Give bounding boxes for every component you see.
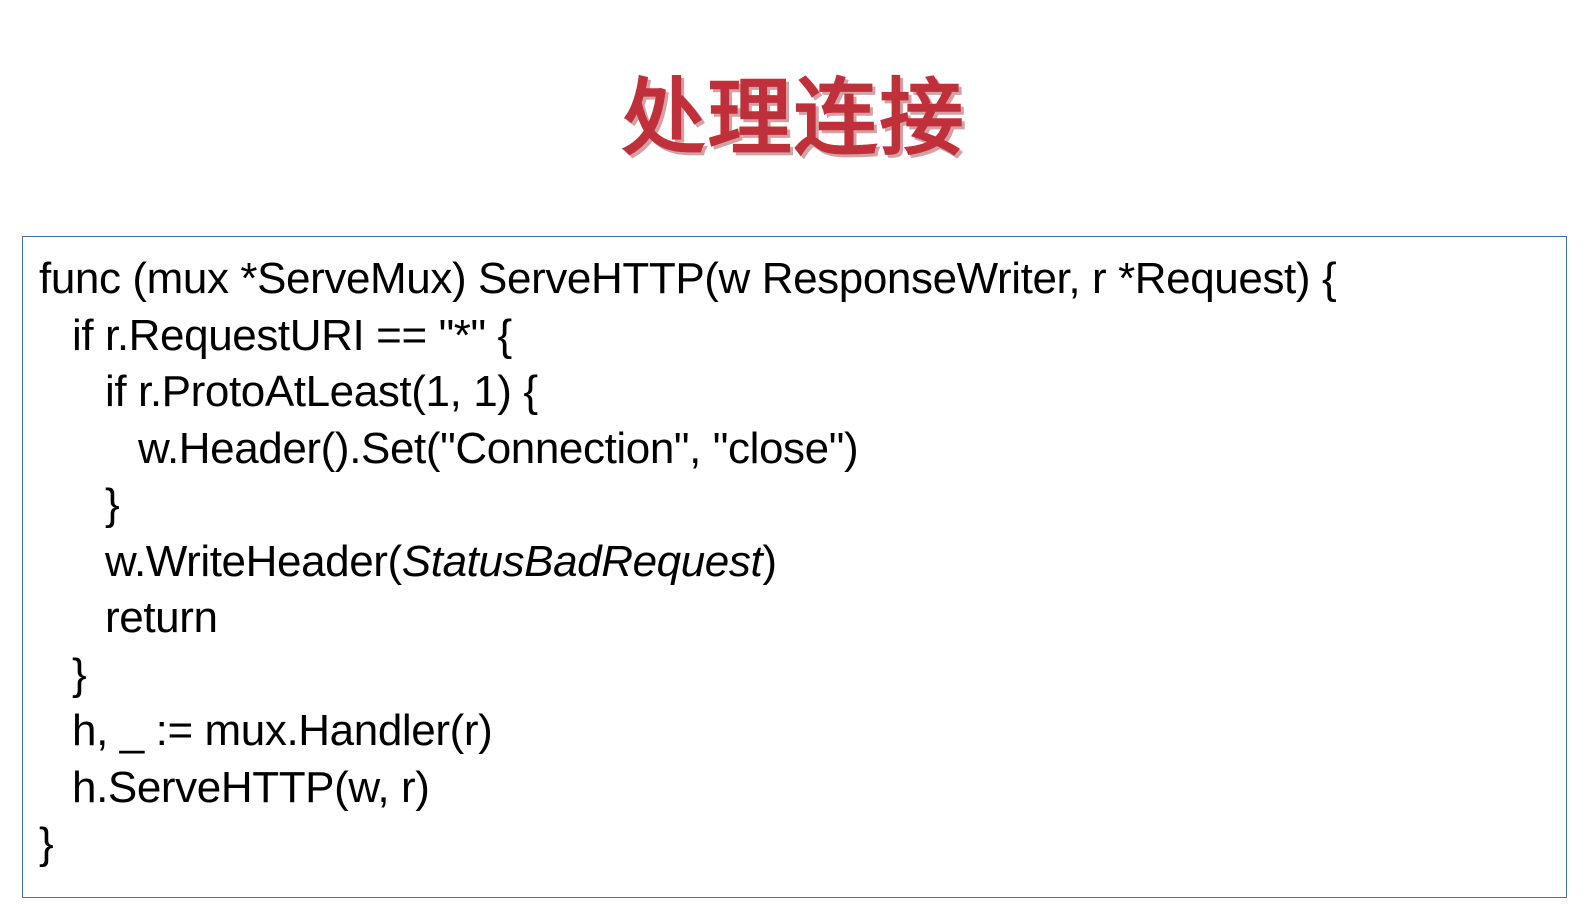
code-text: h, _ := mux.Handler(r) [72,706,493,755]
code-text: w.Header().Set("Connection", "close") [138,423,859,473]
page-title: 处理连接 [621,69,966,168]
code-identifier-emphasis: StatusBadRequest [401,536,763,586]
code-text: } [105,480,120,529]
code-line-list: func (mux *ServeMux) ServeHTTP(w Respons… [23,237,1566,873]
code-text: } [39,819,54,868]
code-block: func (mux *ServeMux) ServeHTTP(w Respons… [22,236,1567,898]
code-line: if r.ProtoAtLeast(1, 1) { [23,364,1566,421]
code-line: if r.RequestURI == "*" { [23,308,1566,365]
code-line: } [23,816,1566,873]
code-line: } [23,477,1566,534]
code-text: if r.RequestURI == "*" { [72,310,512,360]
code-text: return [105,593,218,642]
code-text: h.ServeHTTP(w, r) [72,762,430,812]
code-line: func (mux *ServeMux) ServeHTTP(w Respons… [23,251,1566,308]
code-line: w.Header().Set("Connection", "close") [23,421,1566,478]
code-text: w.WriteHeader( [105,536,402,586]
code-text: if r.ProtoAtLeast(1, 1) { [105,367,538,416]
code-line: return [23,590,1566,647]
code-line: h, _ := mux.Handler(r) [23,703,1566,760]
code-text: } [72,649,87,699]
code-text-after: ) [762,536,777,586]
code-line: w.WriteHeader(StatusBadRequest) [23,534,1566,591]
code-line: h.ServeHTTP(w, r) [23,760,1566,817]
code-line: } [23,647,1566,704]
code-text: func (mux *ServeMux) ServeHTTP(w Respons… [39,254,1337,303]
